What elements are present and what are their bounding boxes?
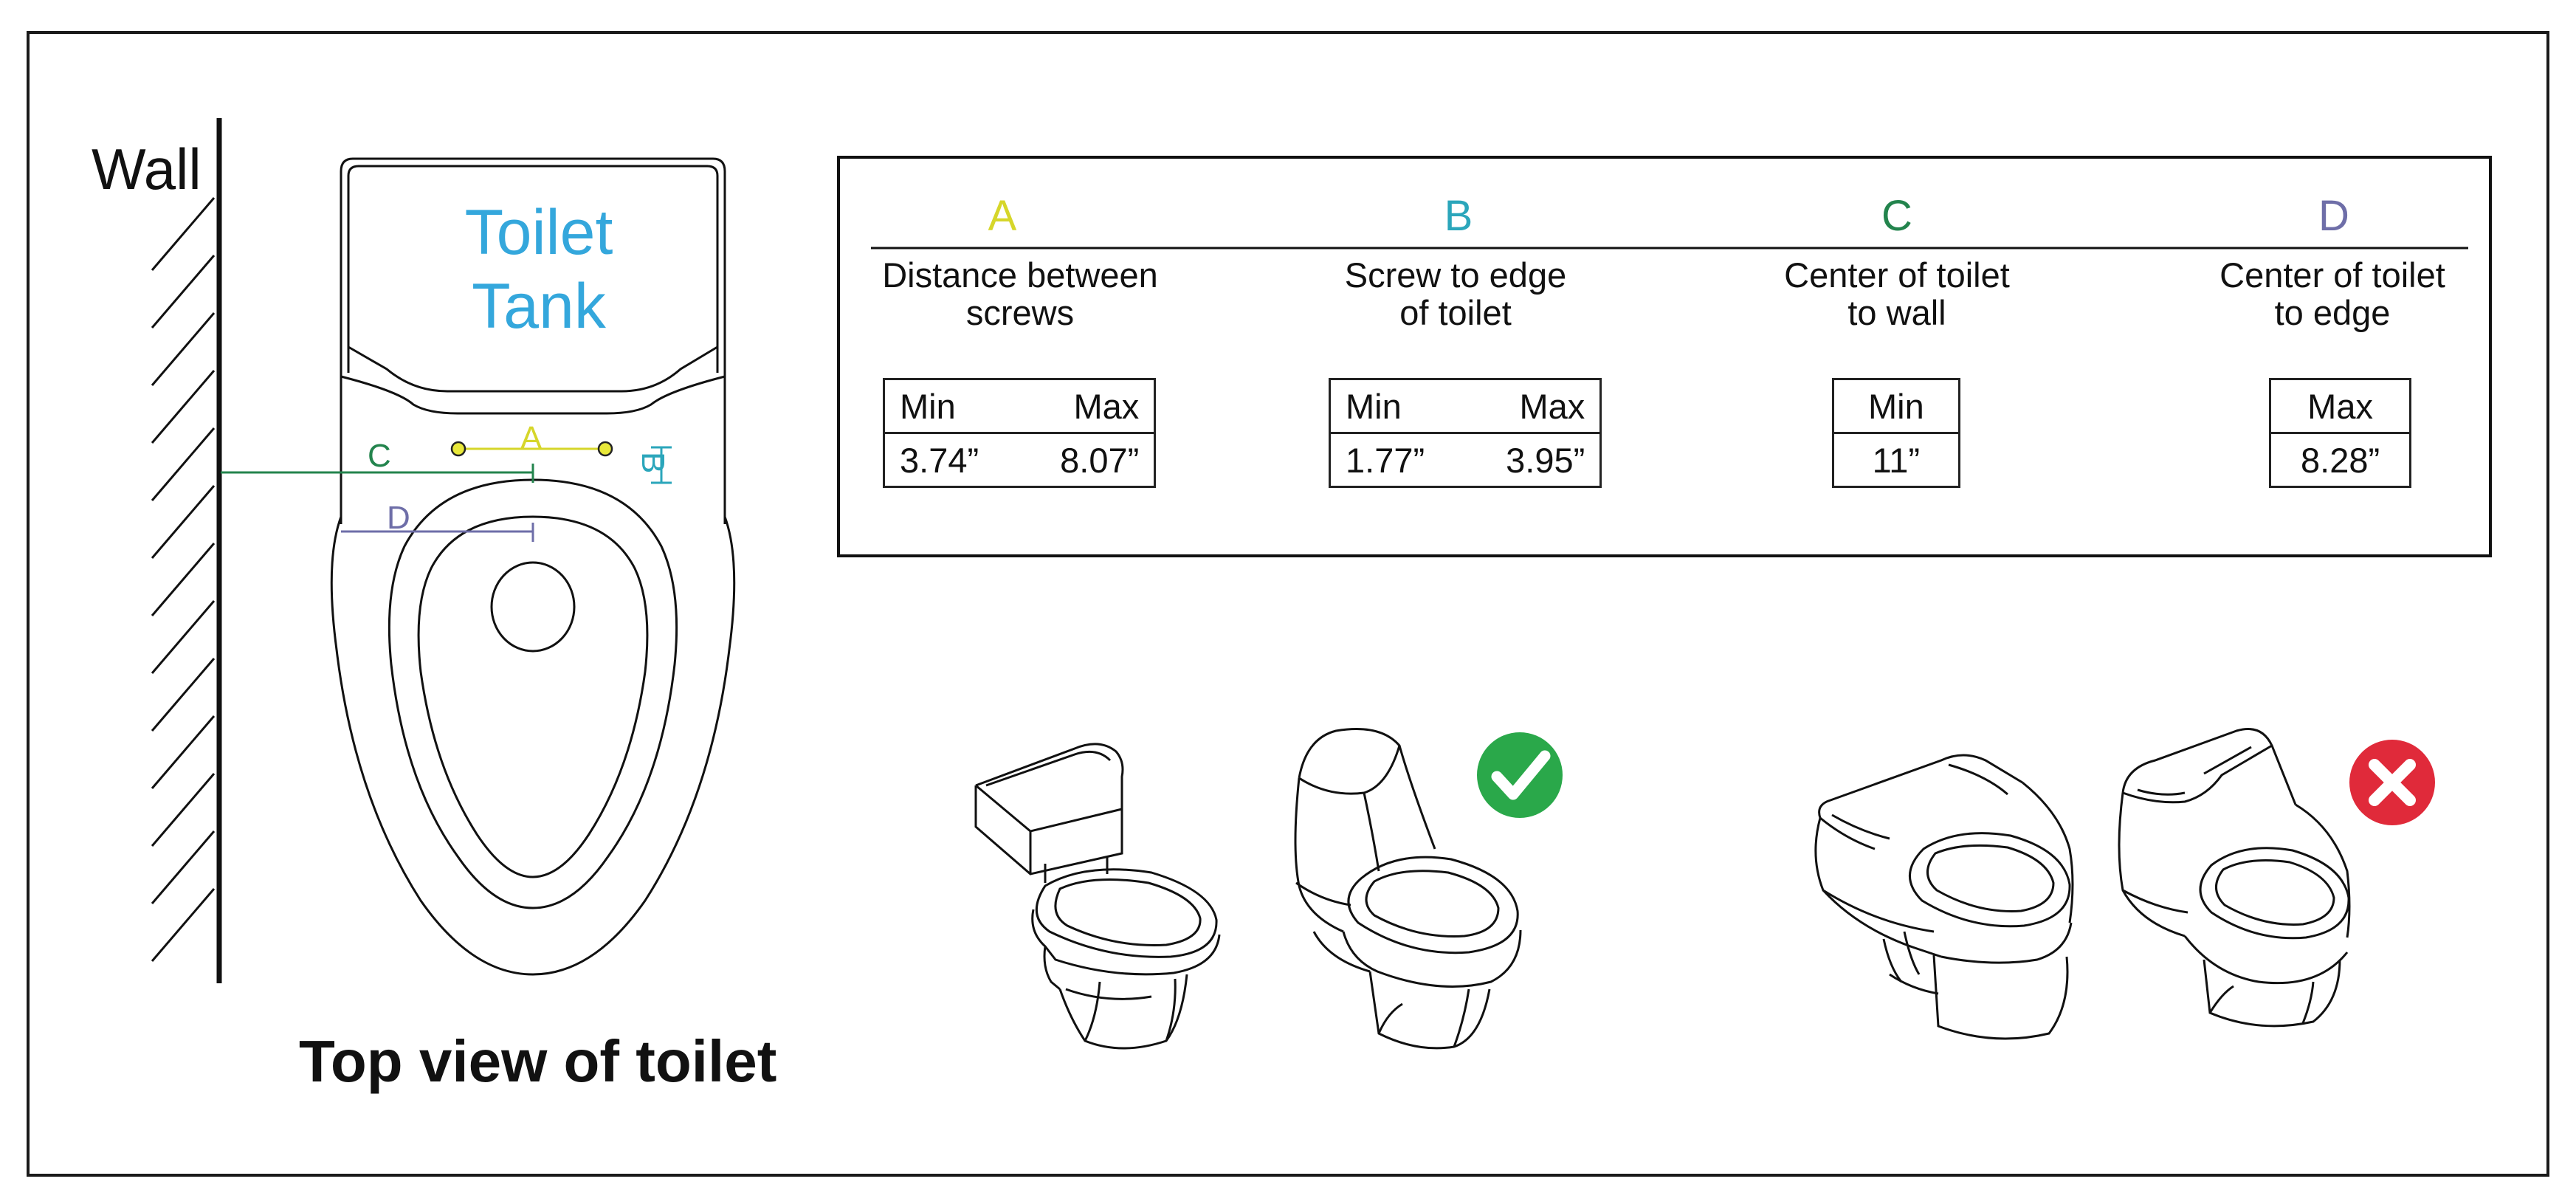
tank-label-line1: Toilet xyxy=(464,197,613,268)
column-b-description-line2: of toilet xyxy=(1399,292,1512,332)
column-a-min-value: 3.74” xyxy=(900,440,979,480)
column-c-description-line1: Center of toilet xyxy=(1784,255,2010,295)
column-c-value-table: Min 11” xyxy=(1832,378,1960,488)
dimension-c-label: C xyxy=(368,438,391,474)
tank-label-line2: Tank xyxy=(472,270,606,342)
column-b-min-header: Min xyxy=(1329,379,1492,434)
column-d-description-line1: Center of toilet xyxy=(2219,255,2445,295)
column-d-value-row: 8.28” xyxy=(2270,433,2411,487)
column-d-description: Center of toilet to edge xyxy=(2141,255,2524,332)
column-d-max-header: Max xyxy=(2270,379,2411,434)
column-a-value-row: 3.74” 8.07” xyxy=(884,433,1155,487)
check-circle-icon xyxy=(1477,732,1563,818)
column-a-description-line2: screws xyxy=(965,292,1075,332)
dimension-d-label: D xyxy=(387,500,410,536)
column-b-value-table: Min Max 1.77” 3.95” xyxy=(1329,378,1602,488)
column-b-max-header: Max xyxy=(1491,379,1601,434)
column-a-value-table: Min Max 3.74” 8.07” xyxy=(883,378,1157,488)
wall xyxy=(151,118,222,983)
dimension-a-label: A xyxy=(520,420,543,456)
column-c-description-line2: to wall xyxy=(1847,292,1946,332)
tank-label: Toilet Tank xyxy=(435,196,642,344)
column-b-header-row: Min Max xyxy=(1329,379,1601,434)
column-b-min-value: 1.77” xyxy=(1346,440,1425,480)
dimension-d xyxy=(341,523,534,542)
column-a-description: Distance between screws xyxy=(828,255,1212,332)
diagram-frame xyxy=(27,31,2549,1177)
dimension-c xyxy=(221,464,534,483)
column-a-description-line1: Distance between xyxy=(882,255,1158,295)
column-c-letter: C xyxy=(1881,192,1912,240)
column-b-description-line1: Screw to edge xyxy=(1344,255,1567,295)
column-d-value-table: Max 8.28” xyxy=(2269,378,2412,488)
column-d-max-value: 8.28” xyxy=(2301,440,2380,480)
column-a-max-value: 8.07” xyxy=(1060,440,1140,480)
dimension-b xyxy=(651,446,672,484)
column-d-description-line2: to edge xyxy=(2274,292,2391,332)
cross-circle-icon xyxy=(2349,740,2435,825)
wall-label: Wall xyxy=(92,137,202,202)
two-piece-toilet-illustration xyxy=(974,743,1221,1050)
column-a-letter: A xyxy=(988,192,1017,240)
low-profile-toilet-illustration xyxy=(1814,754,2074,1040)
column-a-header-row: Min Max xyxy=(884,379,1155,434)
column-a-max-header: Max xyxy=(1045,379,1155,434)
column-d-header-row: Max xyxy=(2270,379,2411,434)
column-d-letter: D xyxy=(2318,192,2349,240)
compact-toilet-illustration xyxy=(2118,728,2351,1028)
column-c-description: Center of toilet to wall xyxy=(1705,255,2089,332)
top-view-caption: Top view of toilet xyxy=(299,1028,777,1094)
column-b-letter: B xyxy=(1444,192,1473,240)
column-a-min-header: Min xyxy=(884,379,1046,434)
column-c-min-value: 11” xyxy=(1872,440,1921,480)
column-b-description: Screw to edge of toilet xyxy=(1264,255,1647,332)
dimension-a xyxy=(450,441,613,457)
spec-table-frame xyxy=(837,156,2492,557)
column-b-max-value: 3.95” xyxy=(1506,440,1585,480)
one-piece-toilet-illustration xyxy=(1294,728,1522,1050)
column-c-value-row: 11” xyxy=(1833,433,1960,487)
toilet-top-view xyxy=(330,157,736,976)
column-b-value-row: 1.77” 3.95” xyxy=(1330,433,1601,487)
dimension-b-label: B xyxy=(635,452,671,474)
column-c-header-row: Min xyxy=(1833,379,1960,434)
column-c-min-header: Min xyxy=(1833,379,1960,434)
